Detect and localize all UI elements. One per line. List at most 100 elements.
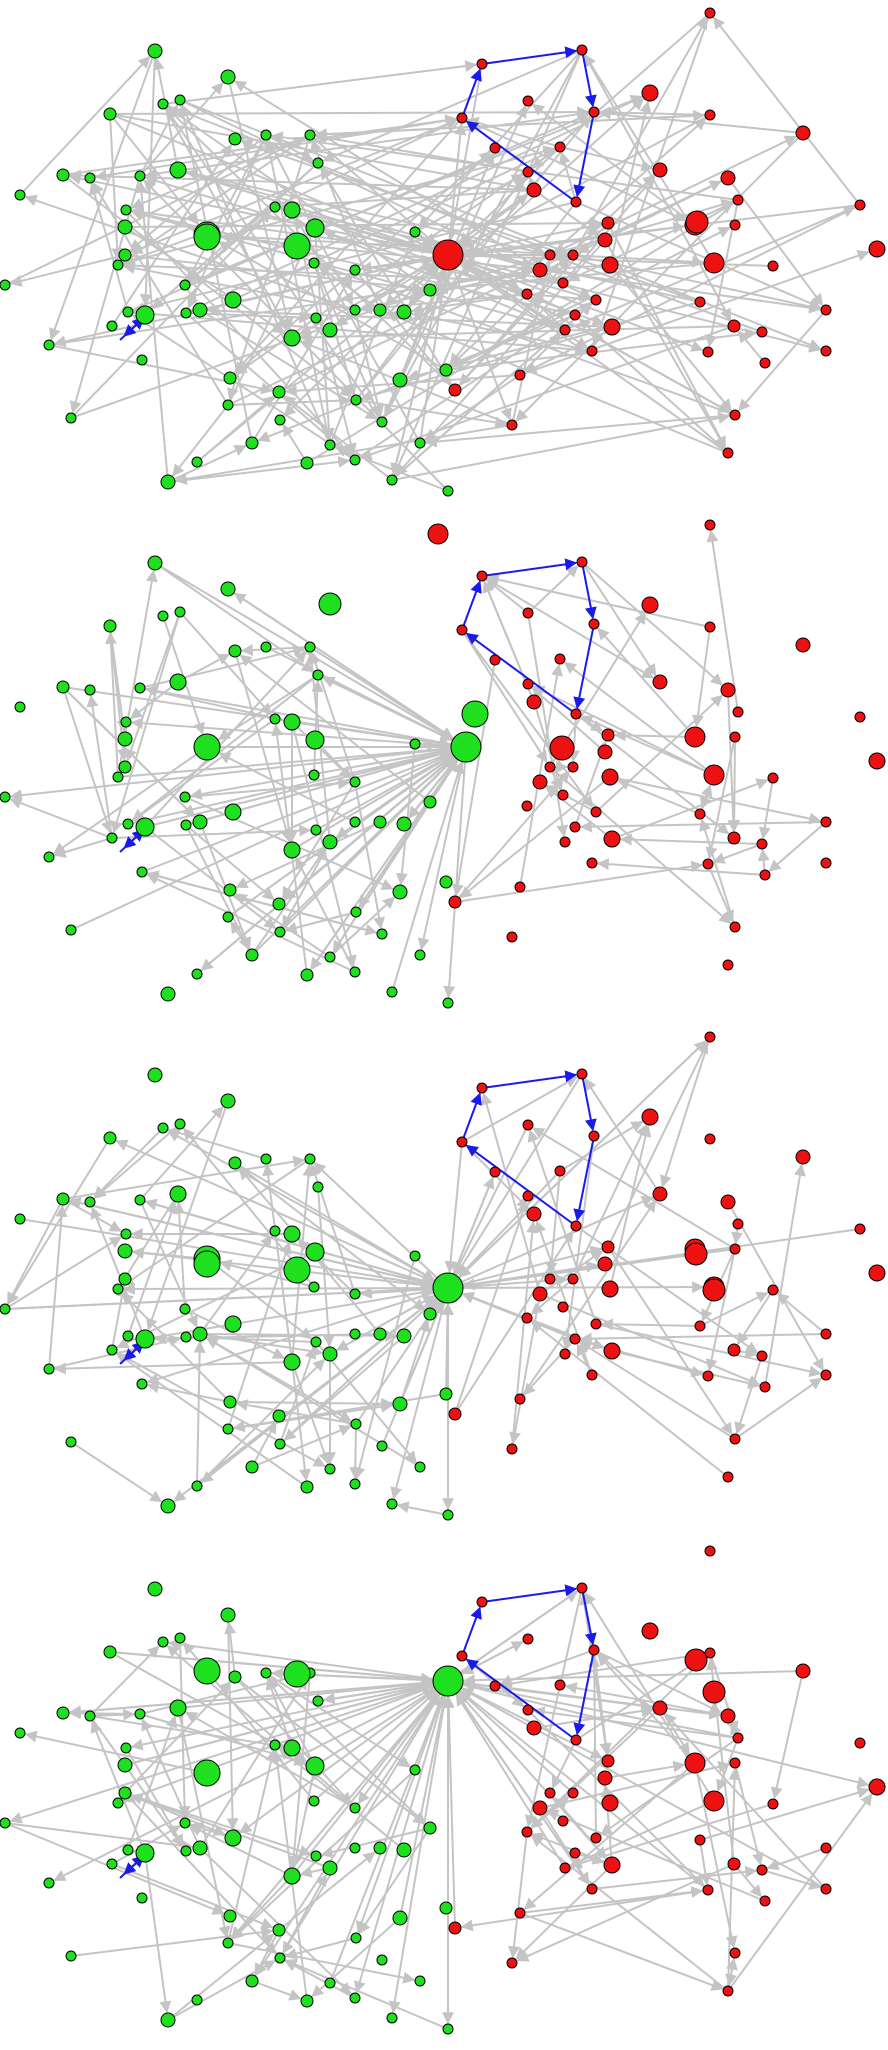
red-node xyxy=(702,1680,726,1704)
red-node xyxy=(727,319,741,333)
red-node xyxy=(601,1280,619,1298)
red-node xyxy=(820,1369,832,1381)
red-node xyxy=(729,1433,741,1445)
network-edge xyxy=(282,424,308,464)
green-node xyxy=(439,875,453,889)
network-edge xyxy=(68,1707,141,1720)
network-edge xyxy=(177,104,253,444)
green-node xyxy=(14,1727,26,1739)
green-node xyxy=(118,760,132,774)
red-node xyxy=(506,419,518,431)
red-node xyxy=(820,1883,832,1895)
network-edge xyxy=(193,1340,206,1487)
green-node xyxy=(192,1326,208,1342)
green-node xyxy=(272,385,286,399)
red-node xyxy=(702,1884,714,1896)
hub-node xyxy=(432,239,464,271)
green-node xyxy=(304,129,316,141)
hub-edge xyxy=(332,746,467,953)
network-edge xyxy=(609,264,822,351)
highlight-edge xyxy=(465,632,577,715)
network-edge xyxy=(581,561,723,686)
red-node xyxy=(456,624,468,636)
green-node xyxy=(269,1225,281,1237)
network-edge xyxy=(588,1654,601,1839)
hub-edge xyxy=(399,1695,449,1919)
green-node xyxy=(112,259,124,271)
network-edge xyxy=(86,694,113,839)
green-node xyxy=(350,1418,362,1430)
hub-edge xyxy=(200,1287,449,1484)
red-node xyxy=(652,1700,668,1716)
network-edge xyxy=(526,1796,570,1833)
red-node xyxy=(489,654,501,666)
red-node xyxy=(820,304,832,316)
red-node xyxy=(522,95,534,107)
hub-edge xyxy=(417,746,467,951)
red-node xyxy=(702,1278,726,1302)
green-node xyxy=(179,1303,191,1315)
green-node xyxy=(157,610,169,622)
green-node xyxy=(169,673,187,691)
network-edge xyxy=(199,1847,352,1995)
green-node xyxy=(376,1440,388,1452)
hub-edge xyxy=(403,758,457,825)
network-edge xyxy=(519,333,562,376)
green-node xyxy=(223,371,237,385)
hub-edge xyxy=(298,254,449,335)
red-node xyxy=(522,678,534,690)
green-node xyxy=(191,968,203,980)
green-node xyxy=(308,257,320,269)
hub-edge xyxy=(130,1680,449,1751)
hub-edge xyxy=(458,146,561,245)
green-node xyxy=(409,1250,421,1262)
network-edge xyxy=(559,1120,644,1172)
red-node xyxy=(603,830,621,848)
red-node xyxy=(603,318,621,336)
green-node xyxy=(180,1845,192,1857)
highlight-edge xyxy=(581,1587,597,1646)
green-node xyxy=(134,682,146,694)
red-node xyxy=(590,1318,602,1330)
green-node xyxy=(310,312,322,324)
red-node xyxy=(767,1284,779,1296)
red-node xyxy=(489,142,501,154)
green-node xyxy=(228,1156,242,1170)
network-edge xyxy=(251,1980,302,2001)
hub-edge xyxy=(447,1281,705,1294)
green-node xyxy=(350,1932,362,1944)
green-node xyxy=(191,1480,203,1492)
green-node xyxy=(312,1695,324,1707)
network-edge xyxy=(227,76,294,331)
network-edge xyxy=(532,1706,739,1739)
green-node xyxy=(179,1817,191,1829)
red-node xyxy=(759,1895,771,1907)
network-edge xyxy=(167,1127,267,1160)
network-edge xyxy=(516,1863,735,1962)
red-node xyxy=(601,1754,615,1768)
green-node xyxy=(274,1952,286,1964)
red-node xyxy=(489,1166,501,1178)
network-edge xyxy=(206,1258,313,1340)
network-edge xyxy=(235,821,381,889)
red-node xyxy=(427,523,449,545)
hub-edge xyxy=(291,1692,439,1877)
network-edge xyxy=(734,1377,823,1440)
green-node xyxy=(112,771,124,783)
network-panel-3 xyxy=(0,1024,888,1536)
green-node xyxy=(169,1699,187,1717)
red-node xyxy=(720,682,736,698)
green-node xyxy=(191,1994,203,2006)
network-edge xyxy=(600,1318,701,1331)
green-node xyxy=(220,69,236,85)
green-node xyxy=(283,1225,301,1243)
network-edge xyxy=(93,1127,164,1199)
network-edge xyxy=(313,262,381,418)
hub-edge xyxy=(279,757,456,933)
green-node xyxy=(272,1409,286,1423)
network-edge xyxy=(733,1863,762,1898)
green-node xyxy=(174,94,186,106)
hub-edge xyxy=(109,1651,434,1685)
hub-edge xyxy=(146,1287,449,1385)
red-node xyxy=(685,210,709,234)
